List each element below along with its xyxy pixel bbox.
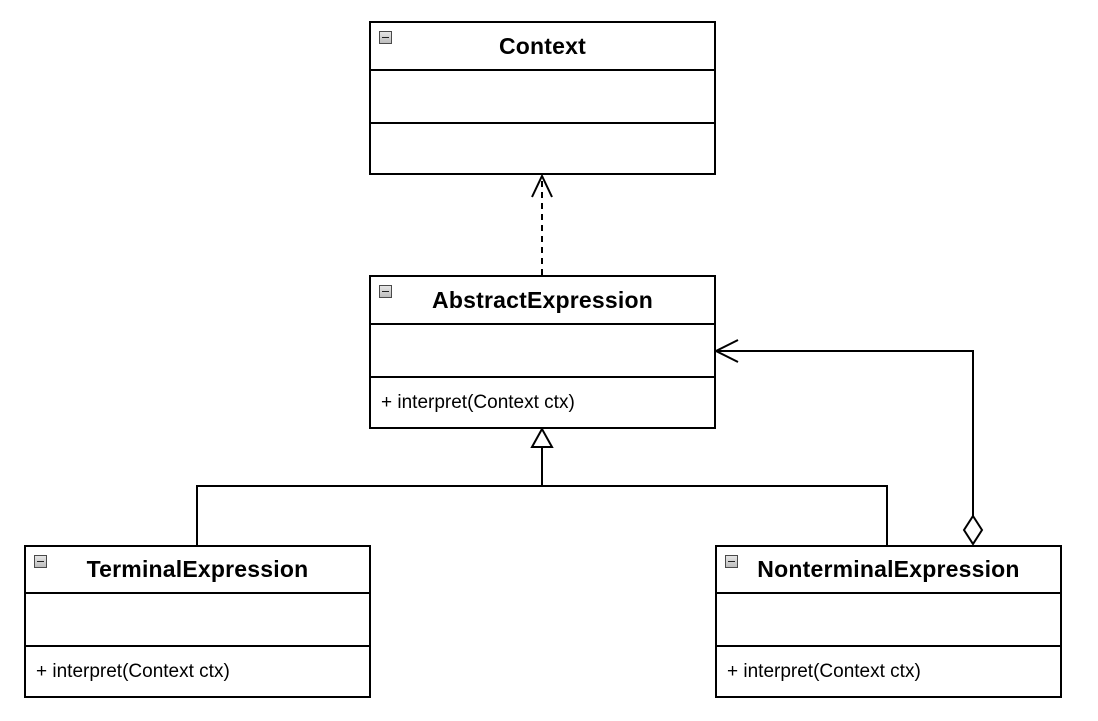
attributes-compartment [26, 594, 369, 647]
inheritance-triangle [530, 426, 554, 448]
operations-compartment: + interpret(Context ctx) [26, 647, 369, 696]
class-terminal-expression[interactable]: TerminalExpression + interpret(Context c… [24, 545, 371, 698]
operations-compartment: + interpret(Context ctx) [371, 378, 714, 427]
class-header: AbstractExpression [371, 277, 714, 325]
class-name: Context [498, 32, 586, 59]
class-header: TerminalExpression [26, 547, 369, 594]
operation-interpret: + interpret(Context ctx) [727, 660, 921, 682]
class-header: NonterminalExpression [717, 547, 1060, 594]
attributes-compartment [371, 71, 714, 124]
attributes-compartment [717, 594, 1060, 647]
operations-compartment: + interpret(Context ctx) [717, 647, 1060, 696]
class-name: AbstractExpression [432, 286, 653, 313]
class-header: Context [371, 23, 714, 71]
operations-compartment [371, 124, 714, 173]
aggregation-connector[interactable] [713, 339, 984, 546]
class-name: NonterminalExpression [757, 556, 1020, 582]
collapse-icon[interactable] [34, 555, 47, 568]
generalization-connector[interactable] [196, 426, 888, 545]
dependency-connector[interactable] [531, 173, 553, 275]
operation-interpret: + interpret(Context ctx) [381, 391, 575, 413]
collapse-icon[interactable] [379, 285, 392, 298]
aggregation-diamond [962, 514, 984, 546]
class-nonterminal-expression[interactable]: NonterminalExpression + interpret(Contex… [715, 545, 1062, 698]
class-name: TerminalExpression [86, 556, 309, 582]
class-abstract-expression[interactable]: AbstractExpression + interpret(Context c… [369, 275, 716, 429]
operation-interpret: + interpret(Context ctx) [36, 660, 230, 682]
attributes-compartment [371, 325, 714, 378]
class-context[interactable]: Context [369, 21, 716, 175]
collapse-icon[interactable] [725, 555, 738, 568]
collapse-icon[interactable] [379, 31, 392, 44]
